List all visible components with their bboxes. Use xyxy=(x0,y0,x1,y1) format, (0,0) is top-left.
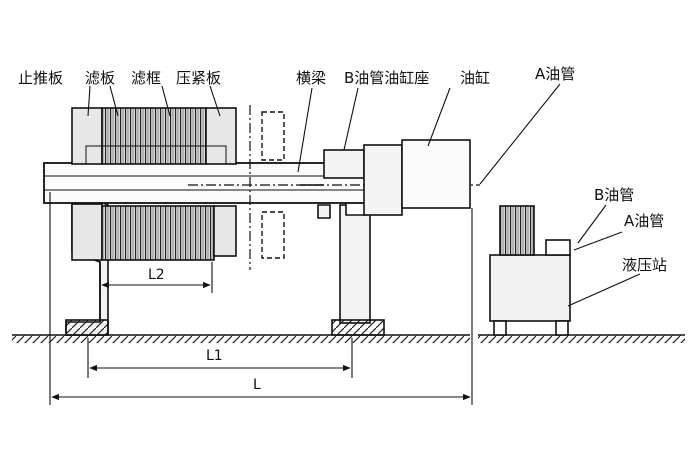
press-plate-label: 压紧板 xyxy=(176,69,221,87)
dimension-l2: L2 xyxy=(148,267,165,283)
filter-frame-label: 滤框 xyxy=(131,69,161,87)
dimension-l1: L1 xyxy=(206,348,223,364)
ground xyxy=(12,334,685,343)
hydraulic-station xyxy=(489,205,571,336)
b-pipe-seat-label: B油管油缸座 xyxy=(344,69,429,87)
upper-plate-pack xyxy=(71,107,237,165)
stop-plate-label: 止推板 xyxy=(18,69,63,87)
dimension-lines xyxy=(49,192,473,405)
a-pipe-top-label: A油管 xyxy=(535,65,575,83)
cylinder-assembly xyxy=(300,139,471,219)
beam-label: 横梁 xyxy=(296,69,326,87)
leader-lines xyxy=(87,83,641,307)
filter-plate-label: 滤板 xyxy=(85,69,115,87)
lower-plate-pack xyxy=(71,203,237,261)
cylinder-label: 油缸 xyxy=(460,69,490,87)
right-support-leg xyxy=(331,194,385,336)
a-pipe-right-label: A油管 xyxy=(624,212,664,230)
dimension-l: L xyxy=(253,377,261,393)
moving-plate-dashed xyxy=(261,111,285,259)
hydraulic-station-label: 液压站 xyxy=(622,256,667,274)
b-pipe-right-label: B油管 xyxy=(594,186,634,204)
